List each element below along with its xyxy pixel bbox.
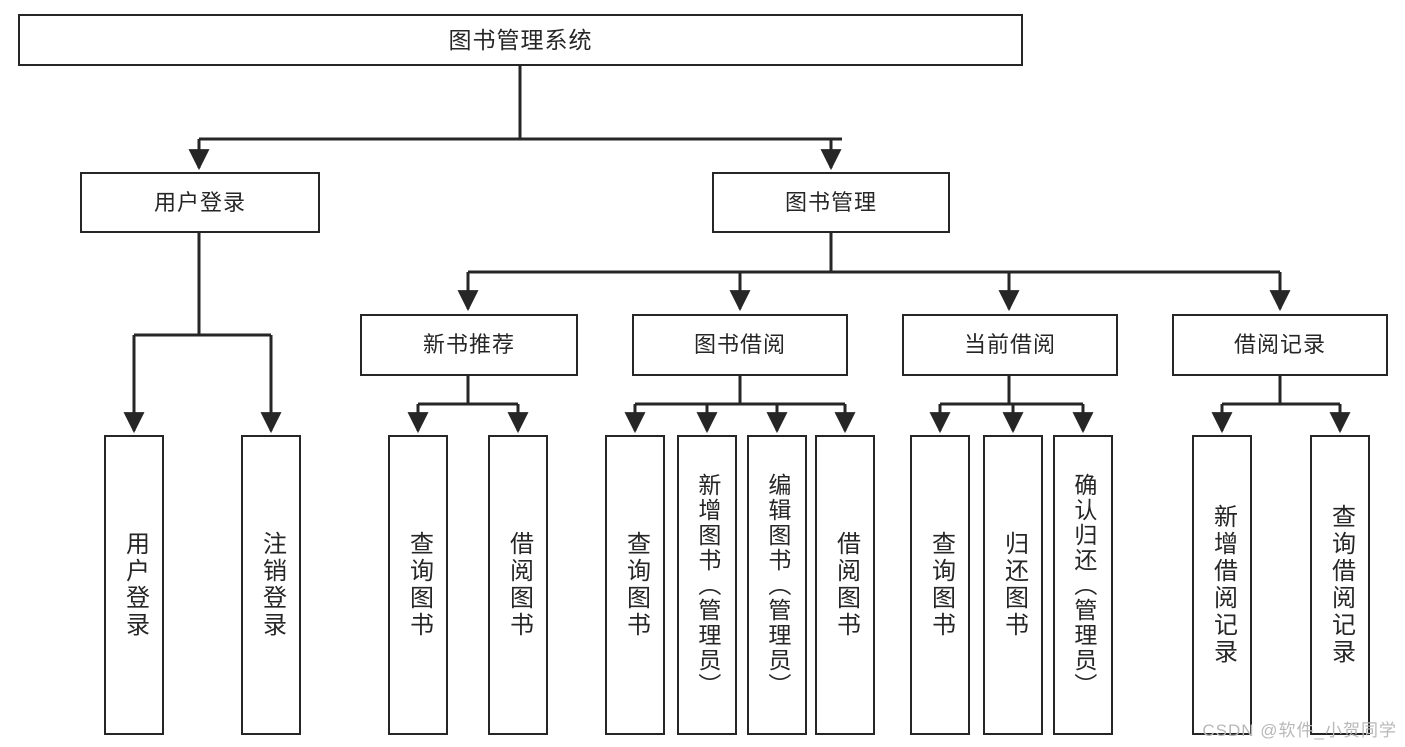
leaf-label: 用户登录 xyxy=(121,531,149,639)
leaf-add-borrow-record[interactable]: 新增借阅记录 xyxy=(1192,435,1252,735)
node-label: 图书管理系统 xyxy=(448,26,593,53)
leaf-logout[interactable]: 注销登录 xyxy=(241,435,301,735)
leaf-label: 新增借阅记录 xyxy=(1209,504,1237,666)
node-root-book-management-system[interactable]: 图书管理系统 xyxy=(18,14,1023,66)
leaf-label: 查询图书 xyxy=(927,531,955,639)
leaf-label: 借阅图书 xyxy=(832,531,860,639)
node-current-borrow[interactable]: 当前借阅 xyxy=(902,314,1118,376)
leaf-add-book-admin[interactable]: 新增图书（管理员） xyxy=(677,435,737,735)
node-label: 图书借阅 xyxy=(693,332,786,358)
leaf-label: 编辑图书（管理员） xyxy=(764,472,791,698)
leaf-label: 查询图书 xyxy=(405,531,433,639)
node-label: 用户登录 xyxy=(153,189,246,215)
leaf-confirm-return-admin[interactable]: 确认归还（管理员） xyxy=(1053,435,1113,735)
node-user-login[interactable]: 用户登录 xyxy=(80,172,320,233)
node-borrow-record[interactable]: 借阅记录 xyxy=(1172,314,1388,376)
leaf-label: 注销登录 xyxy=(258,531,286,639)
leaf-query-book-recommend[interactable]: 查询图书 xyxy=(388,435,448,735)
leaf-borrow-book[interactable]: 借阅图书 xyxy=(815,435,875,735)
leaf-label: 归还图书 xyxy=(1000,531,1028,639)
node-book-borrow[interactable]: 图书借阅 xyxy=(632,314,848,376)
node-label: 图书管理 xyxy=(784,189,877,215)
node-book-management[interactable]: 图书管理 xyxy=(712,172,950,233)
watermark-credit: CSDN @软件_小贺同学 xyxy=(1202,721,1397,740)
leaf-query-book-borrow[interactable]: 查询图书 xyxy=(605,435,665,735)
leaf-label: 借阅图书 xyxy=(505,531,533,639)
node-label: 当前借阅 xyxy=(963,332,1056,358)
leaf-borrow-book-recommend[interactable]: 借阅图书 xyxy=(488,435,548,735)
leaf-label: 新增图书（管理员） xyxy=(694,472,721,698)
leaf-label: 查询借阅记录 xyxy=(1327,504,1355,666)
node-label: 新书推荐 xyxy=(422,332,515,358)
leaf-return-book[interactable]: 归还图书 xyxy=(983,435,1043,735)
leaf-label: 查询图书 xyxy=(622,531,650,639)
node-label: 借阅记录 xyxy=(1233,332,1326,358)
leaf-query-book-current[interactable]: 查询图书 xyxy=(910,435,970,735)
leaf-query-borrow-record[interactable]: 查询借阅记录 xyxy=(1310,435,1370,735)
node-new-book-recommend[interactable]: 新书推荐 xyxy=(360,314,578,376)
leaf-label: 确认归还（管理员） xyxy=(1070,472,1097,698)
leaf-edit-book-admin[interactable]: 编辑图书（管理员） xyxy=(747,435,807,735)
leaf-user-login[interactable]: 用户登录 xyxy=(104,435,164,735)
